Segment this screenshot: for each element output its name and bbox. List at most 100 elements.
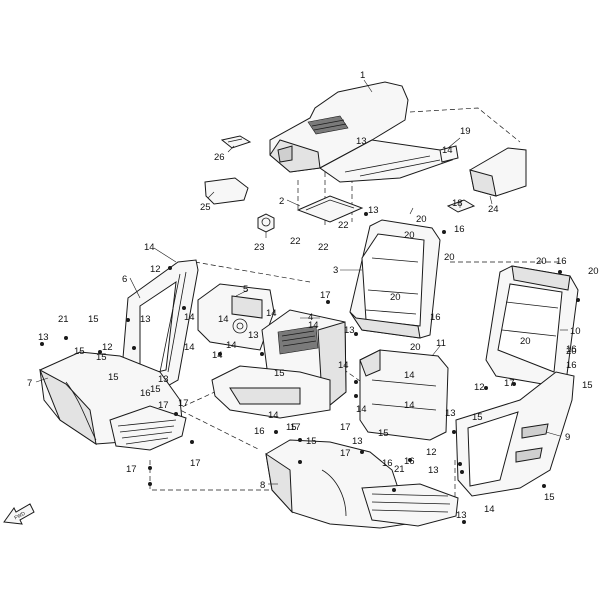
part-label: 15 <box>88 314 99 325</box>
part-label: 22 <box>290 236 301 247</box>
part-label: 14 <box>184 312 195 323</box>
part-label: 20 <box>390 292 401 303</box>
part-label: 17 <box>504 378 515 389</box>
part-label: 15 <box>472 412 483 423</box>
part-label: 14 <box>338 360 349 371</box>
part-label: 20 <box>566 346 577 357</box>
forward-direction-arrow: FWD <box>3 503 35 525</box>
part-label: 15 <box>582 380 593 391</box>
part-label: 16 <box>382 458 393 469</box>
part-label: 17 <box>190 458 201 469</box>
part-label: 14 <box>404 370 415 381</box>
part-right-side-panel <box>455 371 575 497</box>
part-label: 20 <box>520 336 531 347</box>
part-labels: 1 2 3 4 5 6 7 8 9 10 11 12 12 12 12 13 1… <box>27 70 599 521</box>
part-label: 13 <box>344 325 355 336</box>
part-label: 14 <box>226 340 237 351</box>
part-label: 21 <box>394 464 405 475</box>
part-label: 11 <box>436 338 446 349</box>
part-label: 20 <box>444 252 455 263</box>
part-right-floor-panel <box>359 349 449 441</box>
part-label: 16 <box>566 344 577 355</box>
part-label: 13 <box>445 408 456 419</box>
part-label: 12 <box>102 342 113 353</box>
leader-lines <box>35 79 568 485</box>
part-label: 13 <box>140 314 151 325</box>
part-label: 4 <box>308 312 313 323</box>
part-label: 15 <box>286 422 297 433</box>
part-floor-tray <box>211 365 331 419</box>
part-label: 17 <box>126 464 137 475</box>
part-label: 12 <box>426 447 437 458</box>
part-label: 15 <box>274 368 285 379</box>
part-label: 20 <box>410 342 421 353</box>
part-label: 3 <box>333 265 338 276</box>
part-clip <box>439 145 459 163</box>
part-label: 22 <box>318 242 329 253</box>
part-label: 20 <box>536 256 547 267</box>
part-label: 24 <box>488 204 499 215</box>
part-label: 13 <box>428 465 439 476</box>
part-label: 16 <box>254 426 265 437</box>
part-right-footwell <box>265 439 459 529</box>
part-label: 25 <box>200 202 211 213</box>
part-label: 19 <box>460 126 471 137</box>
part-label: 9 <box>565 432 570 443</box>
forward-direction-label: FWD <box>14 511 27 522</box>
part-grommet <box>257 213 275 233</box>
part-clip-bracket <box>220 135 252 149</box>
part-label: 16 <box>404 456 415 467</box>
part-label: 16 <box>454 224 465 235</box>
part-rear-shroud <box>269 81 454 183</box>
part-label: 15 <box>96 352 107 363</box>
part-label: 13 <box>352 436 363 447</box>
part-small-bracket <box>446 199 476 213</box>
part-label: 16 <box>556 256 567 267</box>
part-label: 14 <box>404 400 415 411</box>
part-label: 10 <box>570 326 581 337</box>
part-label: 17 <box>290 422 301 433</box>
part-label: 2 <box>279 196 284 207</box>
part-label: 13 <box>356 136 367 147</box>
part-label: 14 <box>266 308 277 319</box>
part-label: 5 <box>243 284 248 295</box>
part-label: 26 <box>214 152 225 163</box>
part-small-cover-left <box>204 177 249 205</box>
part-label: 14 <box>308 320 319 331</box>
part-seat-frame-right <box>485 265 579 387</box>
part-label: 17 <box>340 422 351 433</box>
part-label: 14 <box>442 145 453 156</box>
part-label: 14 <box>212 350 223 361</box>
part-label: 14 <box>356 404 367 415</box>
part-label: 13 <box>158 374 169 385</box>
part-label: 1 <box>360 70 365 81</box>
part-label: 13 <box>248 330 259 341</box>
part-label: 12 <box>150 264 161 275</box>
part-label: 17 <box>178 398 189 409</box>
part-label: 14 <box>268 410 279 421</box>
part-console-panel <box>197 283 275 351</box>
part-left-side-panel <box>121 259 199 391</box>
part-label: 13 <box>38 332 49 343</box>
part-label: 20 <box>416 214 427 225</box>
part-label: 22 <box>338 220 349 231</box>
part-left-footwell <box>39 351 187 451</box>
part-label: 15 <box>378 428 389 439</box>
part-label: 13 <box>456 510 467 521</box>
part-label: 14 <box>218 314 229 325</box>
part-label: 18 <box>452 198 463 209</box>
part-label: 15 <box>150 384 161 395</box>
part-label: 8 <box>260 480 265 491</box>
part-label: 13 <box>368 205 379 216</box>
part-label: 6 <box>122 274 127 285</box>
part-seat-frame-center <box>349 219 441 339</box>
part-label: 20 <box>588 266 599 277</box>
part-label: 16 <box>140 388 151 399</box>
part-label: 16 <box>566 360 577 371</box>
part-rear-side-cover <box>469 147 527 197</box>
part-label: 14 <box>144 242 155 253</box>
part-label: 7 <box>27 378 32 389</box>
part-label: 20 <box>404 230 415 241</box>
